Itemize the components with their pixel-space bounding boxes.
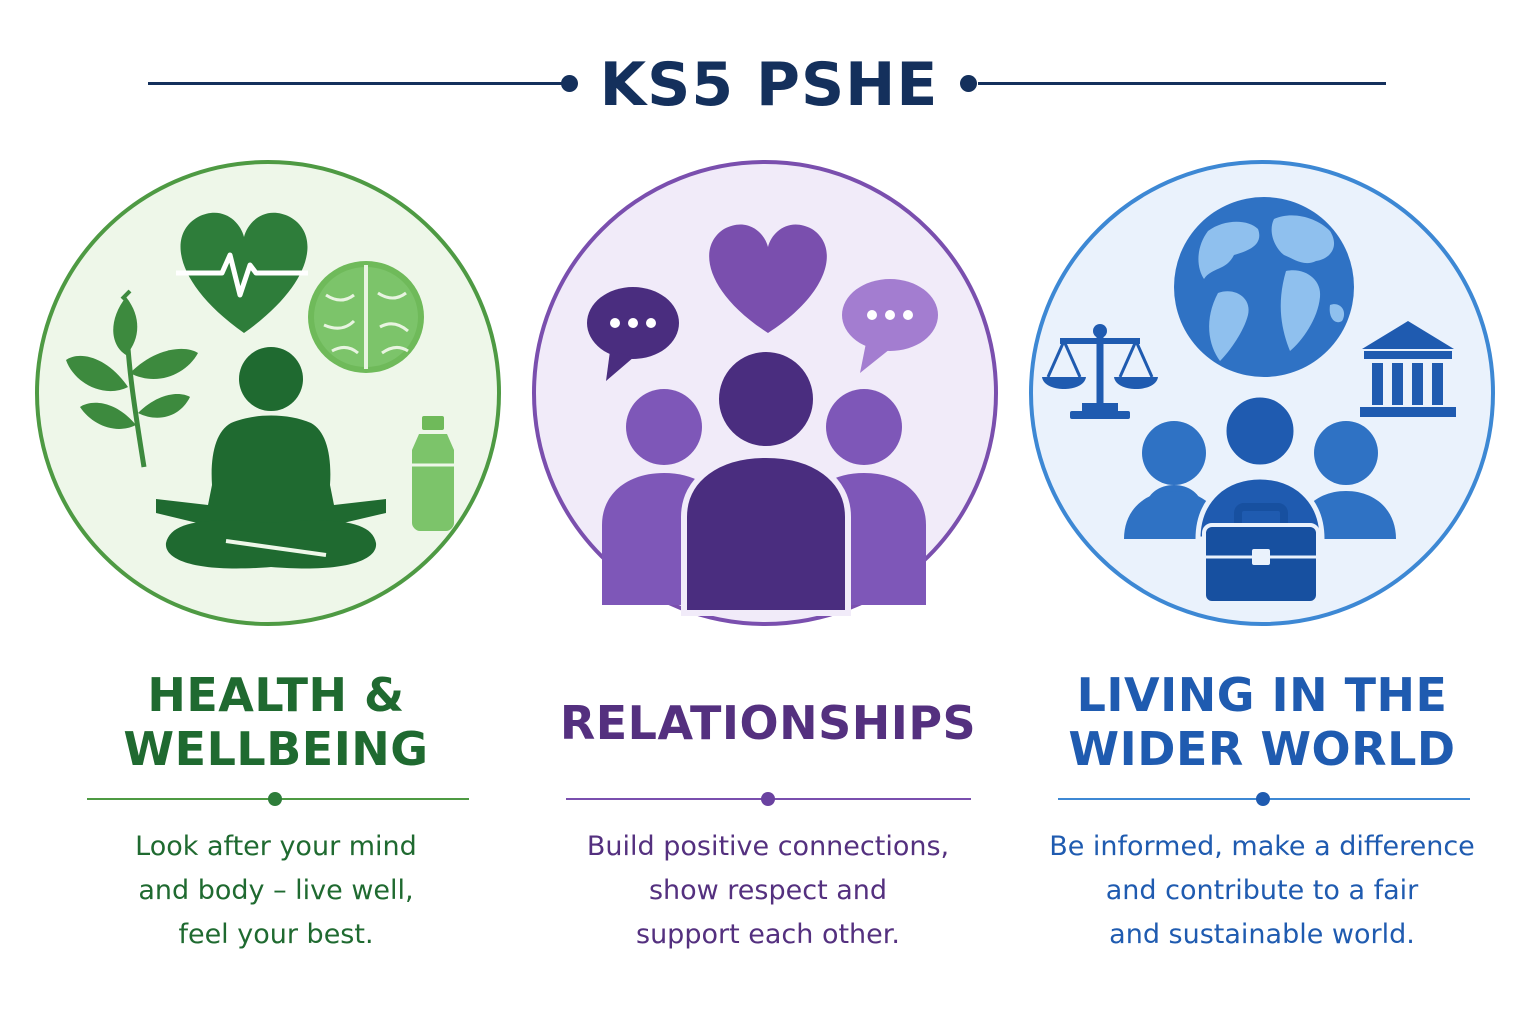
briefcase-icon <box>1202 503 1320 605</box>
heading-line: RELATIONSHIPS <box>559 696 977 750</box>
government-building-icon <box>1360 321 1456 417</box>
heartbeat-heart-icon <box>176 212 308 333</box>
section-description: Be informed, make a difference and contr… <box>1012 825 1512 957</box>
description-line: support each other. <box>636 919 900 950</box>
heading-line: LIVING IN THE <box>1076 668 1448 722</box>
health-circle <box>35 160 501 626</box>
heading-line: HEALTH & <box>147 668 405 722</box>
section-heading: RELATIONSHIPS <box>518 696 1018 750</box>
section-heading: HEALTH & WELLBEING <box>26 668 526 776</box>
description-line: Build positive connections, <box>586 831 950 862</box>
section-health-wellbeing: HEALTH & WELLBEING Look after your mind … <box>26 0 526 1024</box>
description-line: feel your best. <box>178 919 374 950</box>
speech-bubble-icon <box>587 287 679 381</box>
page-title: KS5 PSHE <box>599 50 939 120</box>
divider-dot <box>761 792 775 806</box>
heading-line: WIDER WORLD <box>1068 722 1456 776</box>
speech-bubble-icon <box>842 279 938 373</box>
water-bottle-icon <box>412 416 454 531</box>
title-dot-right <box>960 75 977 92</box>
divider-dot <box>1256 792 1270 806</box>
group-of-people-icon <box>602 346 926 616</box>
description-line: Be informed, make a difference <box>1049 831 1475 862</box>
section-description: Look after your mind and body – live wel… <box>26 825 526 957</box>
scales-of-justice-icon <box>1042 324 1158 419</box>
description-line: and sustainable world. <box>1109 919 1415 950</box>
description-line: and body – live well, <box>138 875 414 906</box>
heading-line: WELLBEING <box>123 722 429 776</box>
leaf-plant-icon <box>66 289 198 468</box>
brain-icon <box>308 261 424 373</box>
relationships-circle <box>532 160 998 626</box>
heart-icon <box>709 224 827 333</box>
title-line-left <box>148 82 563 85</box>
globe-icon <box>1174 197 1354 377</box>
title-row: KS5 PSHE <box>0 40 1536 130</box>
title-line-right <box>978 82 1386 85</box>
world-circle <box>1029 160 1495 626</box>
section-living-in-the-wider-world: LIVING IN THE WIDER WORLD Be informed, m… <box>1012 0 1512 1024</box>
section-relationships: RELATIONSHIPS Build positive connections… <box>518 0 1018 1024</box>
section-heading: LIVING IN THE WIDER WORLD <box>1012 668 1512 776</box>
section-description: Build positive connections, show respect… <box>518 825 1018 957</box>
divider-dot <box>268 792 282 806</box>
description-line: show respect and <box>648 875 888 906</box>
description-line: and contribute to a fair <box>1105 875 1419 906</box>
title-dot-left <box>561 75 578 92</box>
meditating-person-icon <box>156 347 386 569</box>
description-line: Look after your mind <box>135 831 417 862</box>
